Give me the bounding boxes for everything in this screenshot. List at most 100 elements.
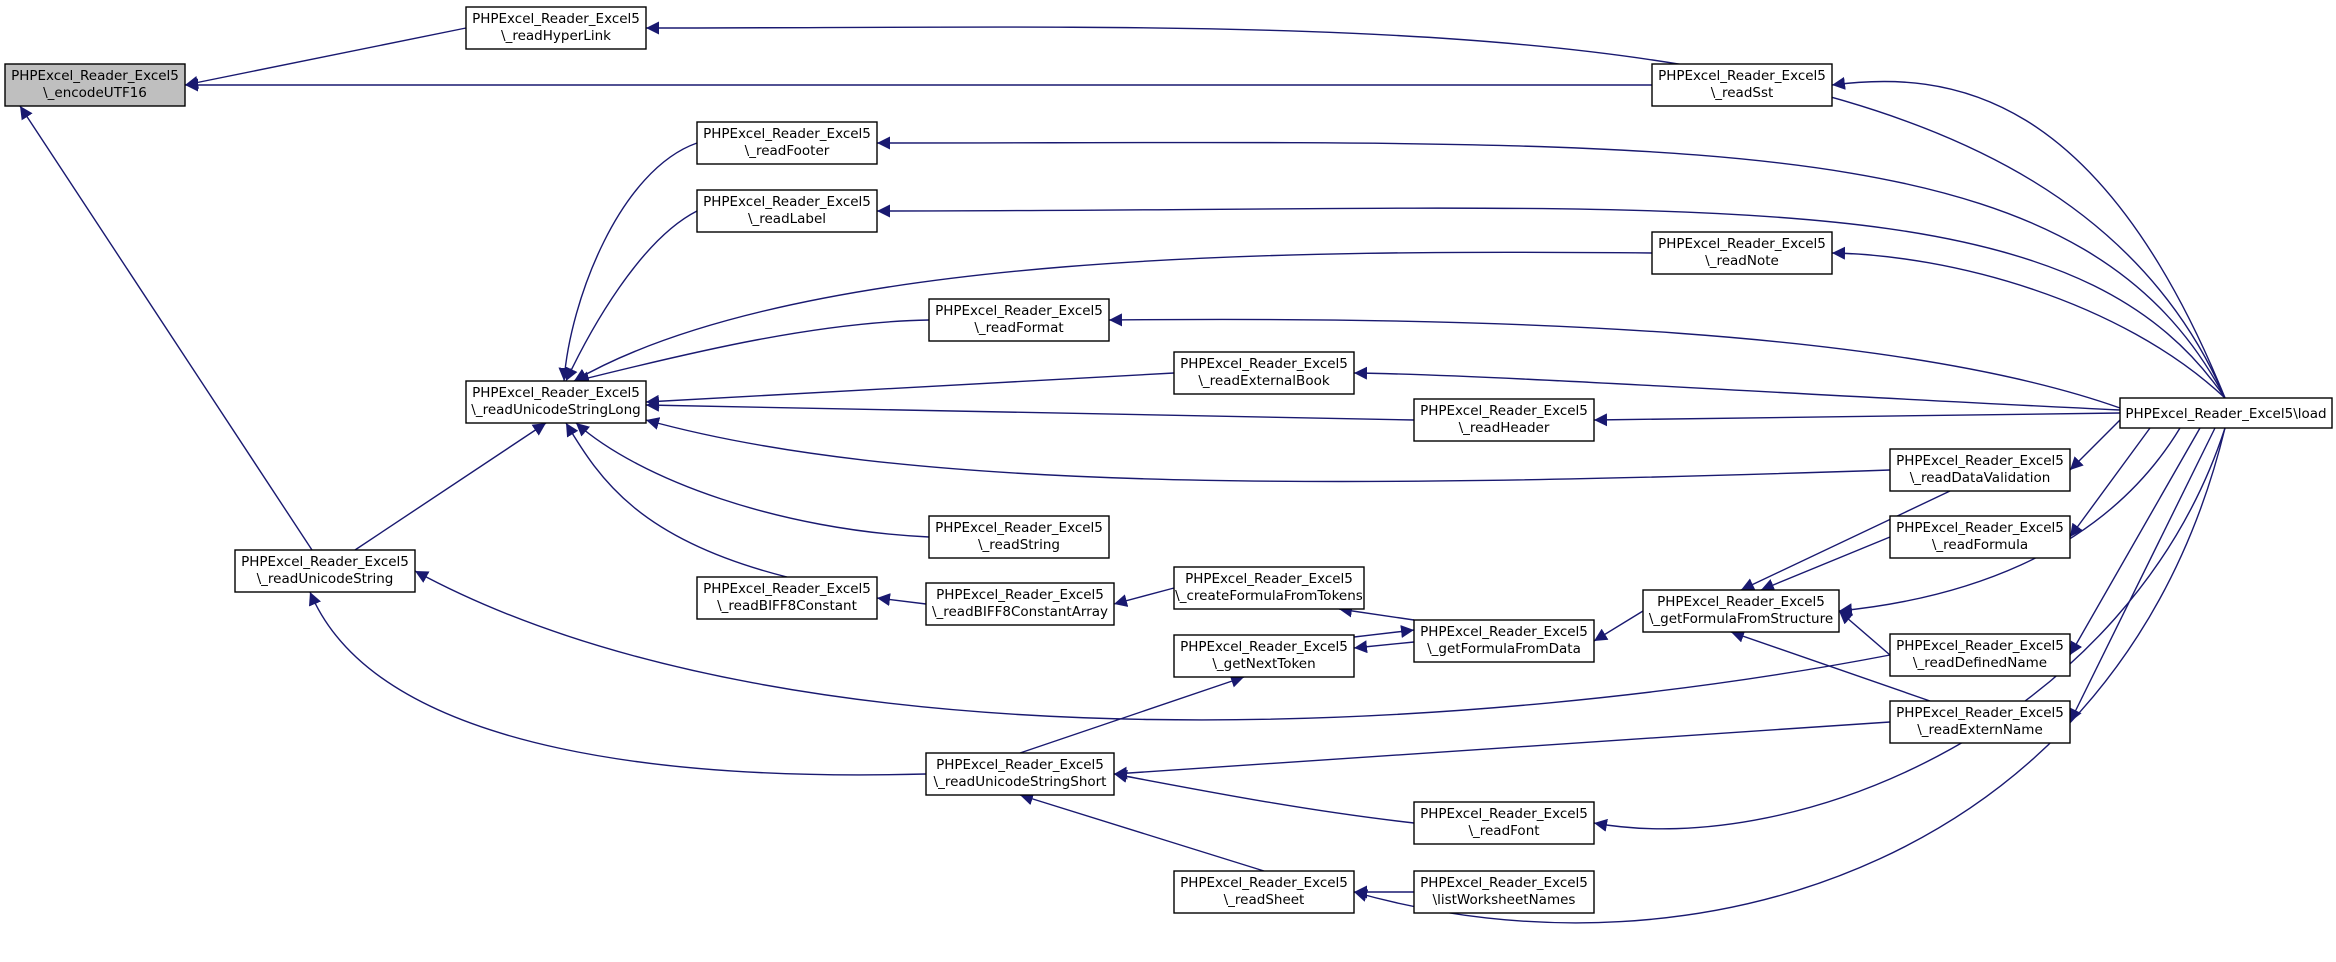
node-readNote[interactable]: PHPExcel_Reader_Excel5\_readNote <box>1651 231 1833 275</box>
edge-load-readDataValidation <box>2069 419 2121 471</box>
node-readSst[interactable]: PHPExcel_Reader_Excel5\_readSst <box>1651 63 1833 107</box>
node-box <box>1413 801 1595 845</box>
node-encodeUTF16[interactable]: PHPExcel_Reader_Excel5\_encodeUTF16 <box>4 63 186 107</box>
node-readSheet[interactable]: PHPExcel_Reader_Excel5\_readSheet <box>1173 870 1355 914</box>
node-label-line: PHPExcel_Reader_Excel5 <box>1180 356 1348 372</box>
node-label-line: \_readFont <box>1468 823 1539 839</box>
node-box <box>928 515 1110 559</box>
edge-getFormulaFromData-createFormulaFromTokens <box>1338 604 1415 621</box>
node-readUnicodeStringLong[interactable]: PHPExcel_Reader_Excel5\_readUnicodeStrin… <box>465 380 647 424</box>
edge-readNote-readUnicodeStringLong <box>573 251 1653 382</box>
node-createFormulaFromTokens[interactable]: PHPExcel_Reader_Excel5\_createFormulaFro… <box>1173 566 1365 610</box>
node-box <box>1642 589 1840 633</box>
node-label-line: \_getFormulaFromStructure <box>1649 611 1833 627</box>
edge-readUnicodeStringShort-getNextToken <box>1019 675 1245 754</box>
node-readDataValidation[interactable]: PHPExcel_Reader_Excel5\_readDataValidati… <box>1889 448 2071 492</box>
node-label-line: \_encodeUTF16 <box>43 85 147 101</box>
node-label-line: \_readBIFF8Constant <box>717 598 857 614</box>
edge-getFormulaFromStructure-getFormulaFromData <box>1593 610 1644 642</box>
node-readDefinedName[interactable]: PHPExcel_Reader_Excel5\_readDefinedName <box>1889 633 2071 677</box>
node-label-line: \_readString <box>978 537 1060 553</box>
node-getFormulaFromStructure[interactable]: PHPExcel_Reader_Excel5\_getFormulaFromSt… <box>1642 589 1840 633</box>
node-load[interactable]: PHPExcel_Reader_Excel5\load <box>2119 397 2333 429</box>
node-box <box>465 380 647 424</box>
node-box <box>1413 870 1595 914</box>
node-label-line: PHPExcel_Reader_Excel5 <box>703 126 871 142</box>
node-box <box>1173 634 1355 678</box>
node-readExternName[interactable]: PHPExcel_Reader_Excel5\_readExternName <box>1889 700 2071 744</box>
edge-readFormula-getFormulaFromStructure <box>1760 536 1891 592</box>
node-label-line: PHPExcel_Reader_Excel5 <box>703 581 871 597</box>
edge-createFormulaFromTokens-readBIFF8ConstantArray <box>1113 587 1175 607</box>
node-readUnicodeString[interactable]: PHPExcel_Reader_Excel5\_readUnicodeStrin… <box>234 549 416 593</box>
node-readFont[interactable]: PHPExcel_Reader_Excel5\_readFont <box>1413 801 1595 845</box>
node-readFormula[interactable]: PHPExcel_Reader_Excel5\_readFormula <box>1889 515 2071 559</box>
node-label-line: \_readFooter <box>745 143 830 159</box>
nodes-layer: PHPExcel_Reader_Excel5\_encodeUTF16PHPEx… <box>4 6 2333 914</box>
node-label-line: PHPExcel_Reader_Excel5 <box>1420 806 1588 822</box>
node-box <box>1173 870 1355 914</box>
node-readUnicodeStringShort[interactable]: PHPExcel_Reader_Excel5\_readUnicodeStrin… <box>925 752 1115 796</box>
node-box <box>1173 351 1355 395</box>
node-readFooter[interactable]: PHPExcel_Reader_Excel5\_readFooter <box>696 121 878 165</box>
node-listWorksheetNames[interactable]: PHPExcel_Reader_Excel5\listWorksheetName… <box>1413 870 1595 914</box>
edge-readExternalBook-readUnicodeStringLong <box>645 372 1175 408</box>
node-label-line: \_readExternName <box>1917 722 2043 738</box>
edges-layer <box>19 21 2226 924</box>
node-label-line: PHPExcel_Reader_Excel5 <box>1658 68 1826 84</box>
edge-readLabel-readUnicodeStringLong <box>565 210 698 382</box>
node-label-line: \_readLabel <box>748 211 826 227</box>
node-readHyperLink[interactable]: PHPExcel_Reader_Excel5\_readHyperLink <box>465 6 647 50</box>
node-readExternalBook[interactable]: PHPExcel_Reader_Excel5\_readExternalBook <box>1173 351 1355 395</box>
node-box <box>925 752 1115 796</box>
node-box <box>696 189 878 233</box>
node-box <box>234 549 416 593</box>
edge-load-readFont <box>1593 427 2226 832</box>
node-getNextToken[interactable]: PHPExcel_Reader_Excel5\_getNextToken <box>1173 634 1355 678</box>
node-label-line: \_readUnicodeStringLong <box>471 402 640 418</box>
node-readHeader[interactable]: PHPExcel_Reader_Excel5\_readHeader <box>1413 398 1595 442</box>
node-label-line: \_readSst <box>1711 85 1774 101</box>
node-box <box>1651 63 1833 107</box>
node-label-line: \_getNextToken <box>1212 656 1315 672</box>
edge-getFormulaFromData-getNextToken <box>1353 640 1415 654</box>
edge-readDefinedName-readUnicodeString <box>414 570 1891 721</box>
node-label-line: PHPExcel_Reader_Excel5 <box>1180 639 1348 655</box>
node-readString[interactable]: PHPExcel_Reader_Excel5\_readString <box>928 515 1110 559</box>
node-box <box>696 121 878 165</box>
node-box <box>925 582 1115 626</box>
node-box <box>1413 619 1595 663</box>
edge-readHeader-readUnicodeStringLong <box>645 398 1415 421</box>
edge-load-readSst <box>1831 76 2226 399</box>
edge-load-readExternName <box>2069 427 2216 723</box>
node-label-line: PHPExcel_Reader_Excel5 <box>1420 875 1588 891</box>
node-label-line: \_readNote <box>1705 253 1779 269</box>
edge-load-readFormat <box>1108 313 2121 409</box>
edge-readUnicodeStringShort-readUnicodeString <box>309 591 927 776</box>
edge-readFont-readUnicodeStringShort <box>1113 769 1415 824</box>
node-readLabel[interactable]: PHPExcel_Reader_Excel5\_readLabel <box>696 189 878 233</box>
node-label-line: \_readUnicodeString <box>257 571 394 587</box>
node-label-line: PHPExcel_Reader_Excel5 <box>936 587 1104 603</box>
node-box <box>2119 397 2333 429</box>
edge-readDataValidation-readUnicodeStringLong <box>645 417 1891 483</box>
edge-readFormat-readUnicodeStringLong <box>575 319 930 385</box>
node-label-line: \_readBIFF8ConstantArray <box>932 604 1108 620</box>
node-box <box>4 63 186 107</box>
edge-readSheet-readUnicodeStringShort <box>1019 792 1265 872</box>
edge-readHyperLink-encodeUTF16 <box>184 27 467 89</box>
node-readBIFF8Constant[interactable]: PHPExcel_Reader_Excel5\_readBIFF8Constan… <box>696 576 878 620</box>
edge-readUnicodeString-readUnicodeStringLong <box>354 422 547 551</box>
edge-load-readLabel <box>876 204 2226 399</box>
edge-load-readHyperLink <box>645 21 2226 399</box>
node-readFormat[interactable]: PHPExcel_Reader_Excel5\_readFormat <box>928 298 1110 342</box>
edge-load-readFooter <box>876 136 2226 399</box>
node-label-line: PHPExcel_Reader_Excel5 <box>1896 705 2064 721</box>
edge-load-readExternalBook <box>1353 366 2121 411</box>
node-getFormulaFromData[interactable]: PHPExcel_Reader_Excel5\_getFormulaFromDa… <box>1413 619 1595 663</box>
node-label-line: PHPExcel_Reader_Excel5 <box>1657 594 1825 610</box>
node-readBIFF8ConstantArray[interactable]: PHPExcel_Reader_Excel5\_readBIFF8Constan… <box>925 582 1115 626</box>
edge-readFooter-readUnicodeStringLong <box>558 142 698 382</box>
node-label-line: PHPExcel_Reader_Excel5\load <box>2125 406 2326 422</box>
